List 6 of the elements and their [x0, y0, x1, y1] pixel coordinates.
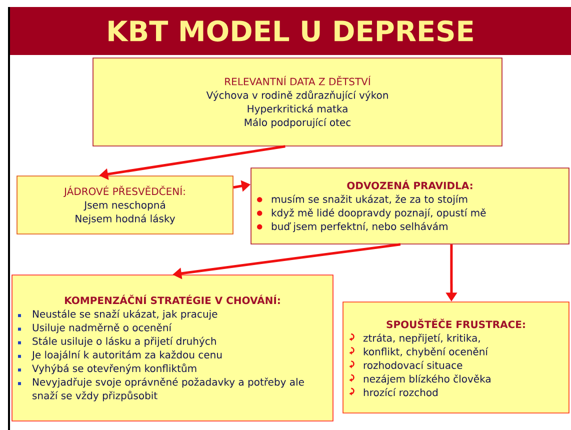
text-box: RELEVANTNÍ DATA Z DĚTSTVÍ Výchova v rodině zdůrazňující výkon Hyperkritická matka Málo podporující otec — [92, 58, 502, 146]
rules-box: ODVOZENÁ PRAVIDLA: musím se snažit ukázat, že za to stojím když mě lidé doopravdy poznají, opustí mě buď jsem perfektní, nebo selhávám — [250, 168, 570, 244]
title-banner: KBT MODEL U DEPRESE — [10, 7, 571, 55]
list-box: SPOUŠTĚČE FRUSTRACE: ztráta, nepřijetí, kritika, konflikt, chybění ocenění rozhodovací situace nezájem blízkého člověka hrozící rozchod — [342, 302, 570, 414]
text-box: JÁDROVÉ PŘESVĚDČENÍ: Jsem neschopná Nejsem hodná lásky — [16, 176, 234, 234]
list-box: KOMPENZÁČNÍ STRATÉGIE V CHOVÁNÍ: Neustále se snaží ukázat, jak pracuje Usiluje nadměrně o ocenění Stále usiluje o lásku a přijetí druhých Je loajální k autoritám za každou cenu Vyhýbá se otevřeným konfliktům Nevyjadřuje svoje oprávněné požadavky a potřeby ale snaží se vždy přizpůsobit — [12, 274, 334, 422]
